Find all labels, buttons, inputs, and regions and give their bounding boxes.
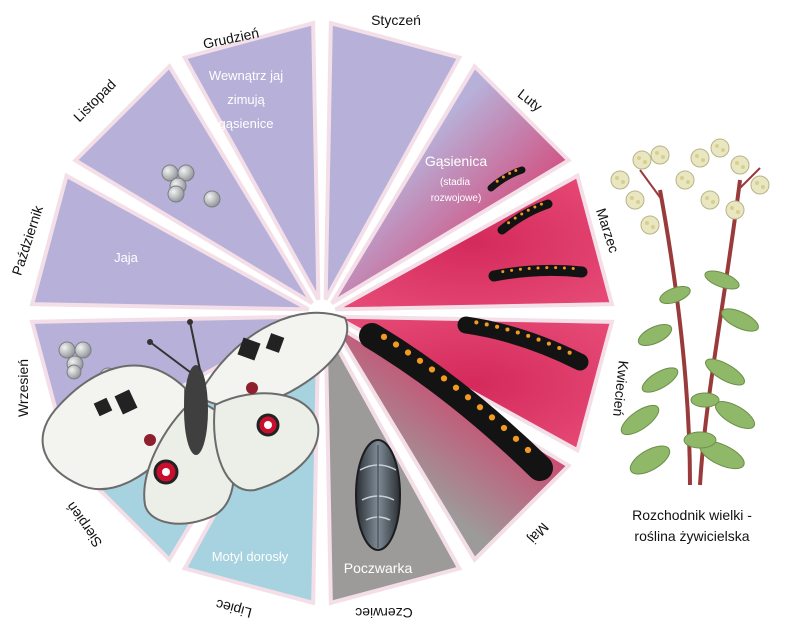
host-plant-caption: Rozchodnik wielki - roślina żywicielska xyxy=(608,505,776,547)
month-label-czerwiec: Czerwiec xyxy=(355,605,413,621)
month-label-styczen: Styczeń xyxy=(371,12,421,28)
month-label-listopad: Listopad xyxy=(70,76,119,125)
stage-winter-line3: gąsienice xyxy=(219,116,274,131)
stage-winter-line1: Wewnątrz jaj xyxy=(209,68,283,83)
pupa-icon xyxy=(356,440,400,550)
month-label-maj: Maj xyxy=(525,520,552,547)
stage-butterfly: Motyl dorosły xyxy=(212,549,289,564)
stage-eggs: Jaja xyxy=(114,250,139,265)
month-label-lipiec: Lipiec xyxy=(214,596,253,621)
host-plant-icon xyxy=(611,139,769,485)
month-label-sierpien: Sierpień xyxy=(63,499,106,550)
caption-line-1: Rozchodnik wielki - xyxy=(608,505,776,526)
stage-caterpillar: Gąsienica xyxy=(425,153,487,169)
stage-caterpillar-sub2: rozwojowe) xyxy=(431,193,482,204)
caption-line-2: roślina żywicielska xyxy=(608,526,776,547)
month-label-wrzesien: Wrzesień xyxy=(15,359,31,417)
month-label-kwiecien: Kwiecień xyxy=(610,360,632,417)
stage-winter-line2: zimują xyxy=(227,92,265,107)
stage-pupa: Poczwarka xyxy=(344,560,413,576)
stage-caterpillar-sub1: (stadia xyxy=(440,177,470,188)
